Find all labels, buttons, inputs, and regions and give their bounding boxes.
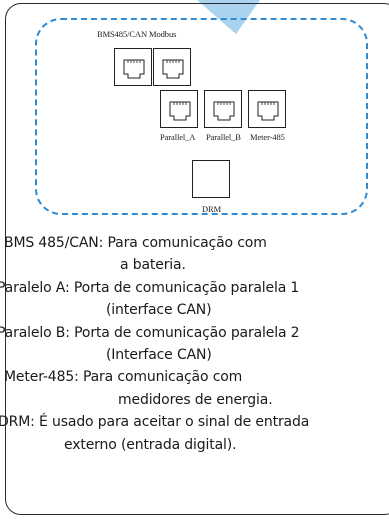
description-continuation: medidores de energia. xyxy=(118,391,273,408)
rj45-jack-icon xyxy=(213,101,235,121)
parallel-a-label: Parallel_A xyxy=(160,132,196,142)
description-term: Paralelo B: xyxy=(0,324,70,341)
rj45-jack-icon xyxy=(123,59,145,79)
description-text: É usado para aceitar o sinal de entrada xyxy=(39,414,310,431)
meter-485-label: Meter-485 xyxy=(250,132,285,142)
description-term: Paralelo A: xyxy=(0,279,70,296)
bms-485-can-port xyxy=(114,48,152,86)
description-term: Meter-485: xyxy=(4,369,79,386)
description-item: DRM: É usado para aceitar o sinal de ent… xyxy=(0,411,309,433)
description-term: DRM: xyxy=(0,414,35,431)
description-continuation: (Interface CAN) xyxy=(106,347,212,363)
description-term: BMS 485/CAN: xyxy=(4,235,104,251)
description-continuation: externo (entrada digital). xyxy=(64,436,237,453)
rj45-jack-icon xyxy=(162,59,184,79)
rj45-jack-icon xyxy=(257,101,279,121)
pointer-arrow-icon xyxy=(197,0,260,34)
description-continuation: (interface CAN) xyxy=(106,302,212,319)
meter-485-port xyxy=(248,90,286,128)
outer-frame xyxy=(5,3,389,515)
description-text: Porta de comunicação paralela 1 xyxy=(73,279,300,296)
parallel-b-port xyxy=(204,90,242,128)
description-item: Meter-485: Para comunicação com xyxy=(4,366,242,388)
parallel-a-port xyxy=(160,90,198,128)
description-item: BMS 485/CAN: Para comunicação com xyxy=(4,232,267,254)
description-continuation: a bateria. xyxy=(120,257,186,274)
port-area-dashed-outline xyxy=(35,18,368,215)
bms-can-modbus-label: BMS485/CAN Modbus xyxy=(97,29,177,39)
description-item: Paralelo B: Porta de comunicação paralel… xyxy=(0,322,300,344)
modbus-port xyxy=(153,48,191,86)
rj45-jack-icon xyxy=(169,101,191,121)
drm-port xyxy=(192,160,230,198)
description-text: Para comunicação com xyxy=(82,369,243,386)
parallel-b-label: Parallel_B xyxy=(206,132,241,142)
description-item: Paralelo A: Porta de comunicação paralel… xyxy=(0,277,299,299)
description-text: Para comunicação com xyxy=(107,235,267,251)
description-text: Porta de comunicação paralela 2 xyxy=(74,324,300,341)
drm-label: DRM xyxy=(202,204,222,214)
